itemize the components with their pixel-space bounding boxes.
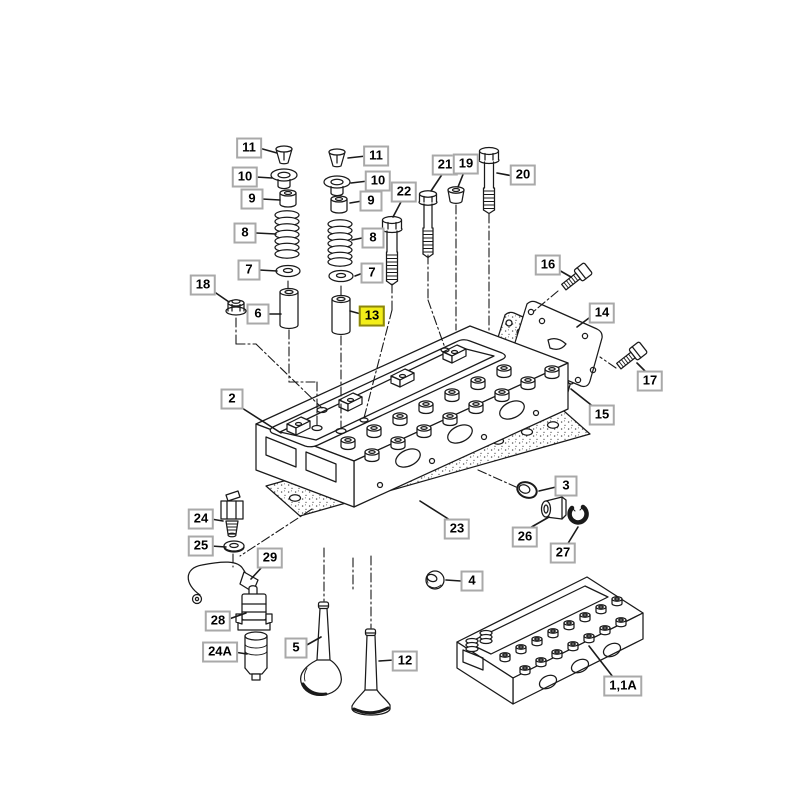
callout-12[interactable]: 12 — [391, 650, 419, 672]
washer-25-illustration — [223, 540, 245, 553]
callout-23[interactable]: 23 — [443, 518, 471, 540]
callout-15[interactable]: 15 — [588, 404, 616, 426]
spring-retainer-right-illustration — [323, 175, 351, 197]
valve-5-illustration — [300, 601, 342, 697]
bolt-20-illustration — [478, 146, 500, 215]
callout-8-left[interactable]: 8 — [233, 222, 257, 244]
bolt-22-illustration — [381, 215, 403, 286]
callout-5[interactable]: 5 — [284, 637, 308, 659]
callout-4[interactable]: 4 — [460, 570, 484, 592]
callout-9-left[interactable]: 9 — [240, 188, 264, 210]
callout-26[interactable]: 26 — [511, 526, 539, 548]
callout-6[interactable]: 6 — [246, 303, 270, 325]
sender-24A-illustration — [244, 631, 268, 681]
callout-24A[interactable]: 24A — [202, 641, 238, 663]
callout-7-right[interactable]: 7 — [360, 262, 384, 284]
fitting-26-illustration — [540, 496, 567, 520]
callout-13[interactable]: 13 — [358, 305, 386, 327]
callout-9-right[interactable]: 9 — [359, 190, 383, 212]
cylinder-head-illustration — [255, 325, 569, 508]
callout-24[interactable]: 24 — [187, 508, 215, 530]
callout-22[interactable]: 22 — [390, 181, 418, 203]
spring-retainer-left-illustration — [270, 168, 298, 190]
bolt-17-illustration — [616, 341, 648, 370]
valve-guide-13-illustration — [331, 294, 351, 336]
valve-12-illustration — [351, 628, 391, 716]
cap-19-illustration — [447, 186, 465, 205]
sensor-24-illustration — [220, 490, 244, 538]
callout-28[interactable]: 28 — [204, 610, 232, 632]
bushing-27-illustration — [567, 504, 589, 525]
valve-seal-left-illustration — [279, 189, 297, 208]
valve-keeper-left-illustration — [275, 145, 293, 165]
callout-2[interactable]: 2 — [220, 388, 244, 410]
plug-4-illustration — [425, 570, 445, 590]
cylinder-head-assembly-illustration — [456, 576, 644, 705]
callout-1-1A[interactable]: 1,1A — [603, 675, 643, 697]
callout-11-right[interactable]: 11 — [363, 145, 389, 167]
callout-8-right[interactable]: 8 — [361, 227, 385, 249]
callout-11-left[interactable]: 11 — [236, 137, 262, 159]
cup-plug-3-illustration — [516, 481, 538, 499]
valve-keeper-right-illustration — [328, 148, 346, 168]
callout-3[interactable]: 3 — [554, 475, 578, 497]
cap-nut-illustration — [225, 299, 247, 316]
valve-spring-right-illustration — [327, 219, 353, 267]
projection-centerlines — [232, 204, 617, 629]
callout-29[interactable]: 29 — [256, 547, 284, 569]
callout-14[interactable]: 14 — [588, 302, 616, 324]
callout-20[interactable]: 20 — [509, 164, 537, 186]
callout-19[interactable]: 19 — [452, 153, 480, 175]
bolt-16-illustration — [561, 262, 593, 291]
callout-25[interactable]: 25 — [187, 535, 215, 557]
bolt-21-illustration — [418, 190, 438, 259]
callout-17[interactable]: 17 — [636, 370, 664, 392]
callout-27[interactable]: 27 — [549, 542, 577, 564]
callout-10-right[interactable]: 10 — [364, 170, 392, 192]
callout-10-left[interactable]: 10 — [231, 166, 259, 188]
callout-7-left[interactable]: 7 — [237, 259, 261, 281]
callout-18[interactable]: 18 — [189, 274, 217, 296]
spring-seat-right-illustration — [328, 269, 354, 283]
switch-28-illustration — [235, 585, 273, 631]
valve-guide-6-illustration — [279, 287, 299, 330]
callout-16[interactable]: 16 — [534, 254, 562, 276]
valve-spring-left-illustration — [274, 210, 300, 259]
valve-seal-right-illustration — [330, 195, 348, 214]
